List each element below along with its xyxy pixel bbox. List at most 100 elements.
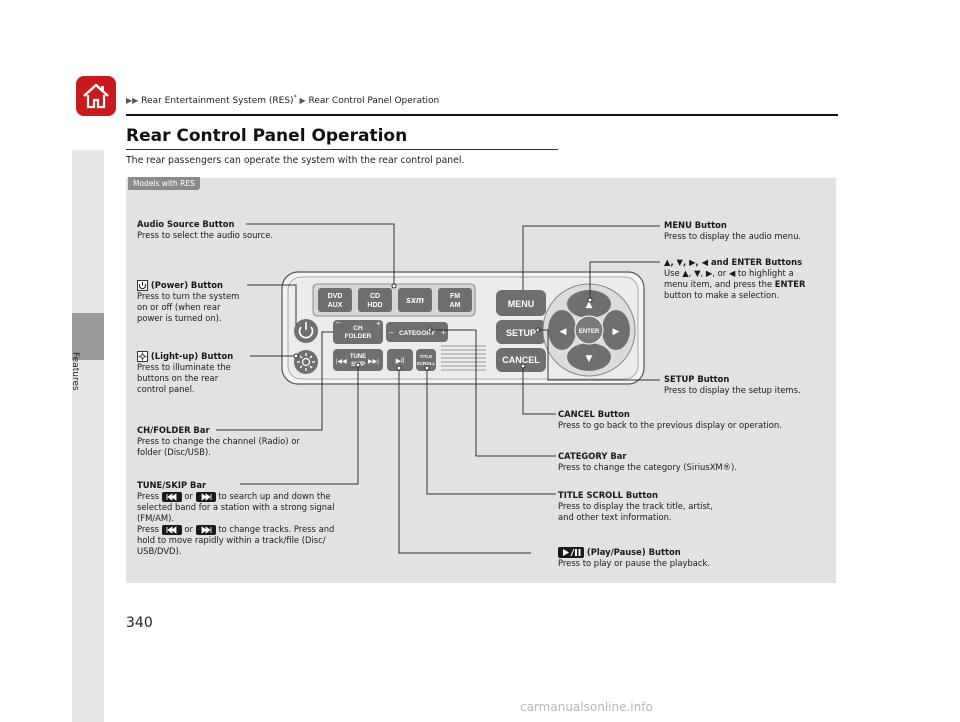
svg-text:▶ll: ▶ll xyxy=(396,358,405,365)
label-tune-skip-line6: USB/DVD). xyxy=(137,546,182,556)
label-power: (Power) Button Press to turn the system … xyxy=(137,280,239,324)
label-play-pause: (Play/Pause) Button Press to play or pau… xyxy=(558,547,710,569)
label-lightup: (Light-up) Button Press to illuminate th… xyxy=(137,351,233,395)
label-tune-skip-line4: to change tracks. Press and xyxy=(218,524,335,534)
skip-back-icon xyxy=(161,524,182,535)
label-title-scroll-title: TITLE SCROLL Button xyxy=(558,490,658,500)
ch-folder-bar xyxy=(333,320,383,344)
section-tab[interactable] xyxy=(72,313,104,360)
label-arrows: ▲, ▼, ▶, ◀ and ENTER Buttons Use ▲, ▼, ▶… xyxy=(664,257,805,301)
label-audio-source-text: Press to select the audio source. xyxy=(137,230,274,240)
down-button xyxy=(567,343,611,371)
hdd-label: HDD xyxy=(367,302,382,309)
label-ch-folder-line2: folder (Disc/USB). xyxy=(137,447,211,457)
label-category-title: CATEGORY Bar xyxy=(558,451,627,461)
label-tune-skip-press2: Press xyxy=(137,524,160,534)
label-menu-title: MENU Button xyxy=(664,220,727,230)
speaker-grille xyxy=(441,345,486,371)
left-button xyxy=(548,310,576,350)
label-play-pause-title: (Play/Pause) Button xyxy=(586,547,681,557)
label-title-scroll-line2: and other text information. xyxy=(558,512,672,522)
leader-category xyxy=(475,330,556,457)
power-button xyxy=(294,319,318,343)
cd-label: CD xyxy=(370,293,380,300)
label-tune-skip-press: Press xyxy=(137,491,160,501)
label-cancel-text: Press to go back to the previous display… xyxy=(558,420,782,430)
source-buttons: DVD AUX CD HDD sxm FM AM xyxy=(318,288,472,312)
header-rule xyxy=(126,114,838,116)
menu-button xyxy=(496,290,546,316)
aux-label: AUX xyxy=(328,302,343,309)
label-audio-source: Audio Source Button Press to select the … xyxy=(137,219,273,241)
enter-label: ENTER xyxy=(579,329,600,335)
am-label: AM xyxy=(450,302,461,309)
dvd-aux-button xyxy=(318,288,352,312)
label-arrows-line3: button to make a selection. xyxy=(664,290,780,300)
lightup-icon xyxy=(297,353,315,371)
skip-back-icon xyxy=(161,491,182,502)
ch-label: CH xyxy=(353,325,363,332)
leader-play-pause xyxy=(398,368,531,554)
leader-tune-skip xyxy=(240,365,359,485)
label-arrows-line2: menu item, and press the xyxy=(664,279,773,289)
label-category: CATEGORY Bar Press to change the categor… xyxy=(558,451,737,473)
cancel-button xyxy=(496,348,546,372)
leader-lines xyxy=(216,223,660,554)
home-button[interactable] xyxy=(76,76,116,116)
label-ch-folder: CH/FOLDER Bar Press to change the channe… xyxy=(137,425,300,458)
svg-text:|◀◀: |◀◀ xyxy=(336,359,347,365)
power-icon xyxy=(137,280,148,291)
svg-text:▲: ▲ xyxy=(586,300,593,310)
label-play-pause-text: Press to play or pause the playback. xyxy=(558,558,711,568)
label-lightup-line2: buttons on the rear xyxy=(137,373,219,383)
label-setup-text: Press to display the setup items. xyxy=(664,385,801,395)
label-lightup-line3: control panel. xyxy=(137,384,195,394)
label-menu-text: Press to display the audio menu. xyxy=(664,231,802,241)
svg-text:TITLE: TITLE xyxy=(420,354,433,359)
up-button xyxy=(567,290,611,318)
breadcrumb-link-res[interactable]: Rear Entertainment System (RES) xyxy=(141,96,294,106)
enter-button xyxy=(574,315,604,345)
leader-title-scroll xyxy=(426,368,556,495)
play-pause-button xyxy=(387,349,413,371)
sxm-button xyxy=(398,288,432,312)
label-title-scroll: TITLE SCROLL Button Press to display the… xyxy=(558,490,713,523)
label-power-title: (Power) Button xyxy=(150,280,224,290)
label-setup-title: SETUP Button xyxy=(664,374,730,384)
breadcrumb: ▶▶ Rear Entertainment System (RES)* ▶ Re… xyxy=(126,94,440,106)
fm-am-button xyxy=(438,288,472,312)
svg-text:+: + xyxy=(441,328,446,337)
lightup-icon xyxy=(137,351,148,362)
title-scroll-button xyxy=(416,349,436,371)
leader-cancel xyxy=(522,366,556,415)
label-tune-skip-title: TUNE/SKIP Bar xyxy=(137,480,207,490)
label-power-line1: Press to turn the system xyxy=(137,291,240,301)
skip-forward-icon xyxy=(195,491,216,502)
label-tune-skip-line3: (FM/AM). xyxy=(137,513,175,523)
label-power-line3: power is turned on). xyxy=(137,313,222,323)
right-button xyxy=(602,310,630,350)
models-tag: Models with RES xyxy=(128,177,200,190)
page-title: Rear Control Panel Operation xyxy=(126,126,408,146)
page-number: 340 xyxy=(126,615,153,631)
label-tune-skip-or: or xyxy=(184,491,193,501)
cancel-label: CANCEL xyxy=(502,355,540,365)
label-arrows-line1: Use ▲, ▼, ▶, or ◀ to highlight a xyxy=(664,268,794,278)
label-power-line2: on or off (when rear xyxy=(137,302,221,312)
label-cancel-title: CANCEL Button xyxy=(558,409,630,419)
label-tune-skip-line5: hold to move rapidly within a track/file… xyxy=(137,535,326,545)
dvd-label: DVD xyxy=(328,293,343,300)
setup-button xyxy=(496,320,546,344)
label-lightup-line1: Press to illuminate the xyxy=(137,362,231,372)
label-audio-source-title: Audio Source Button xyxy=(137,219,235,229)
svg-text:▶▶|: ▶▶| xyxy=(368,359,379,365)
leader-ch-folder xyxy=(216,331,333,431)
label-menu: MENU Button Press to display the audio m… xyxy=(664,220,801,242)
label-ch-folder-line1: Press to change the channel (Radio) or xyxy=(137,436,300,446)
svg-text:◀: ◀ xyxy=(560,327,567,337)
home-icon xyxy=(83,83,109,109)
skip-forward-icon xyxy=(195,524,216,535)
side-strip xyxy=(72,150,104,722)
category-label: CATEGORY xyxy=(399,330,436,337)
label-cancel: CANCEL Button Press to go back to the pr… xyxy=(558,409,782,431)
